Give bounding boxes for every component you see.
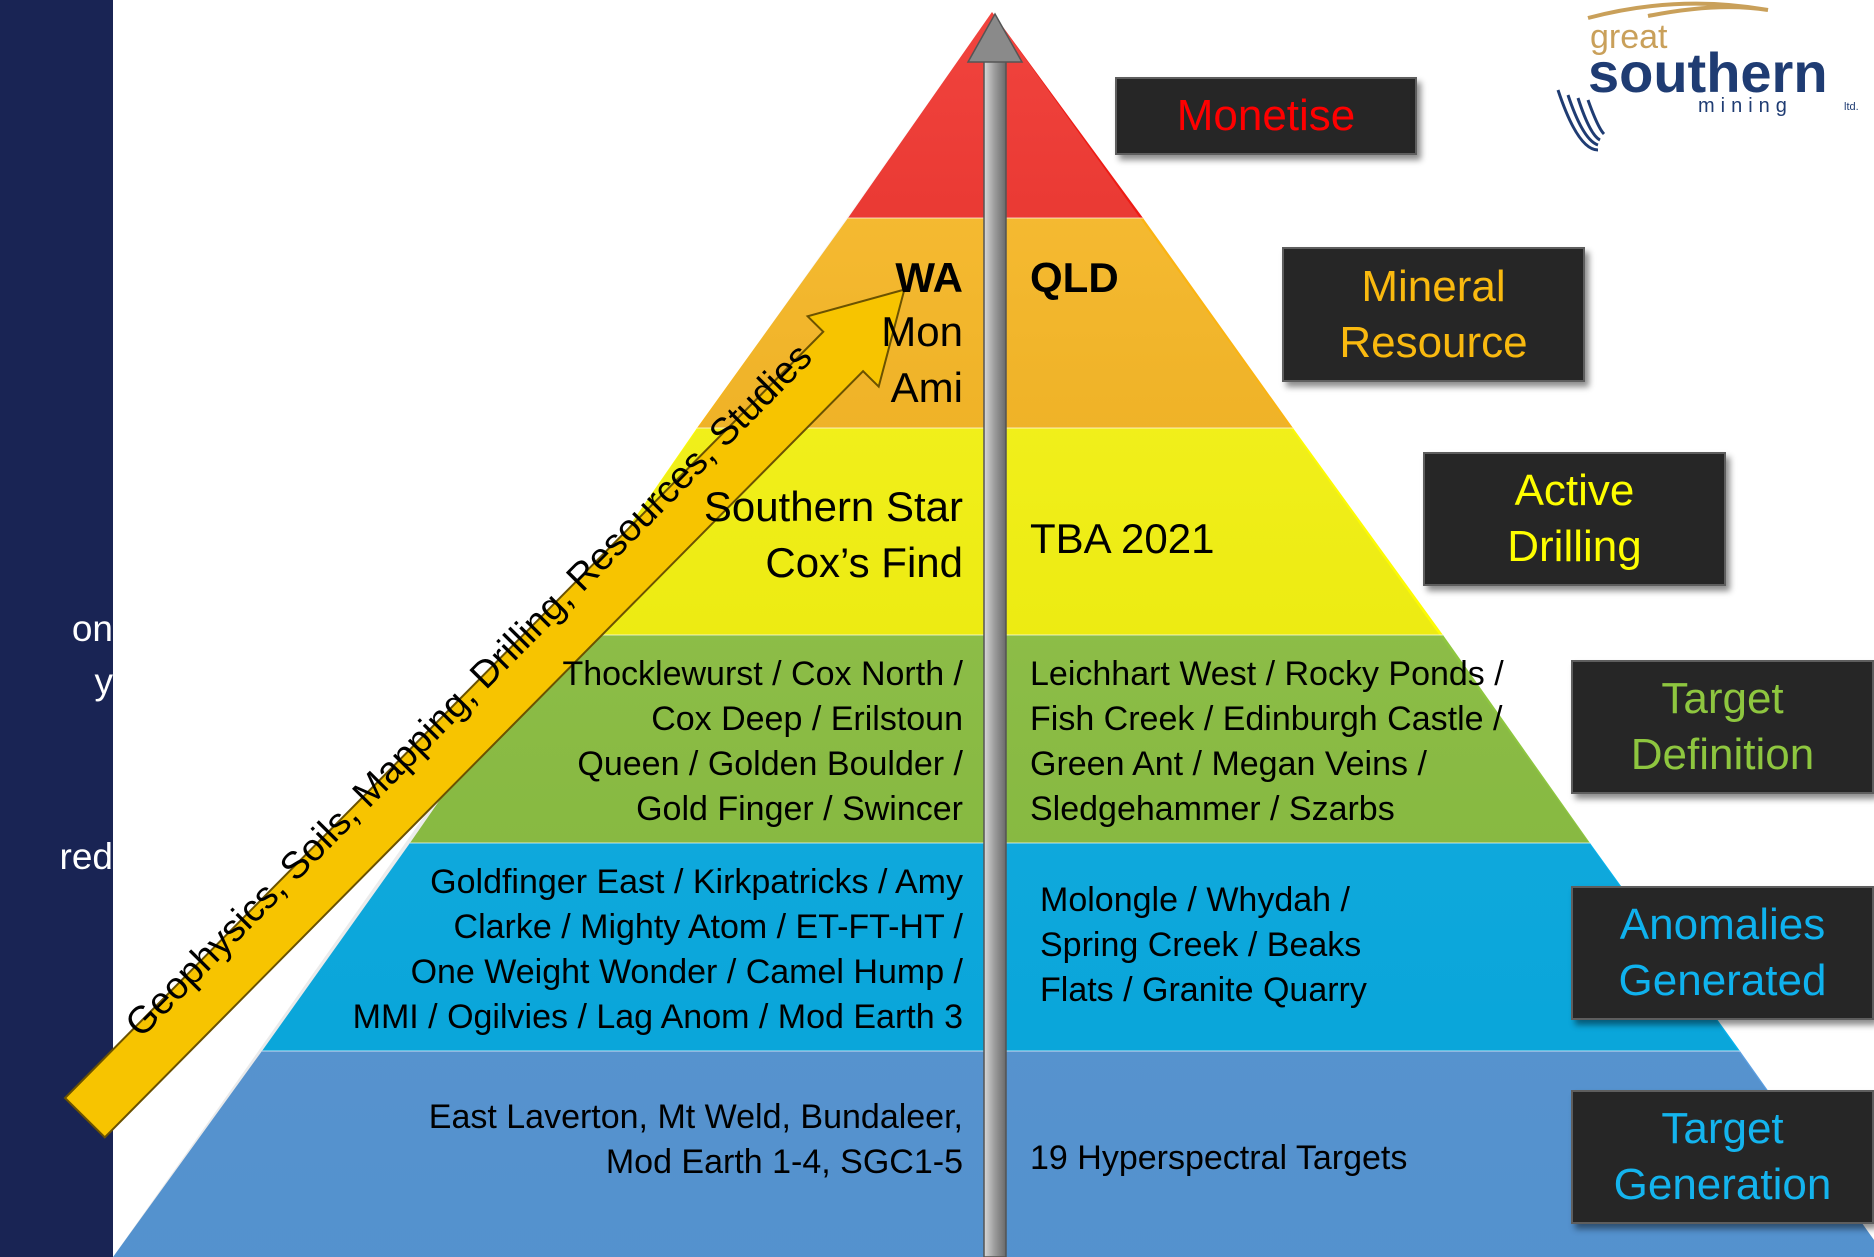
qld-project: Fish Creek / Edinburgh Castle / bbox=[1030, 700, 1503, 738]
qld-project: Spring Creek / Beaks bbox=[1040, 926, 1362, 964]
logo-text-southern: southern bbox=[1588, 41, 1828, 104]
qld-project: Sledgehammer / Szarbs bbox=[1030, 790, 1395, 828]
process-arrow-body bbox=[63, 288, 906, 1139]
wa-heading: WA bbox=[895, 254, 963, 301]
stage-label-text: Resource bbox=[1339, 317, 1528, 367]
qld-project: 19 Hyperspectral Targets bbox=[1030, 1139, 1408, 1177]
qld-project: Leichhart West / Rocky Ponds / bbox=[1030, 655, 1504, 693]
stage-label-text: Drilling bbox=[1507, 522, 1642, 571]
stage-label-text: Target bbox=[1661, 674, 1784, 723]
stage-label-mineral-resource: Mineral Resource bbox=[1282, 247, 1585, 382]
qld-heading: QLD bbox=[1030, 254, 1119, 301]
wa-project: Queen / Golden Boulder / bbox=[577, 745, 963, 783]
wa-project: Gold Finger / Swincer bbox=[636, 790, 963, 828]
wa-project: East Laverton, Mt Weld, Bundaleer, bbox=[428, 1098, 963, 1136]
stage-label-text: Active bbox=[1514, 466, 1635, 515]
wa-project: Cox’s Find bbox=[765, 539, 963, 586]
wa-project: One Weight Wonder / Camel Hump / bbox=[410, 953, 963, 991]
side-text-fragment: on bbox=[71, 608, 113, 649]
qld-project: Flats / Granite Quarry bbox=[1040, 971, 1367, 1009]
center-arrow-head bbox=[966, 12, 1024, 63]
wa-project: MMI / Ogilvies / Lag Anom / Mod Earth 3 bbox=[352, 998, 963, 1036]
logo-bird-swoosh bbox=[1587, 1, 1769, 20]
wa-project: Cox Deep / Erilstoun bbox=[651, 700, 963, 738]
stage-label-text: Monetise bbox=[1176, 91, 1356, 140]
logo-shell-icon bbox=[1556, 89, 1606, 152]
logo-text-great: great bbox=[1590, 18, 1668, 56]
qld-project: Green Ant / Megan Veins / bbox=[1030, 745, 1427, 783]
center-arrow-shaft bbox=[983, 57, 1007, 1257]
stage-label-anomalies-generated: Anomalies Generated bbox=[1571, 886, 1874, 1020]
stage-label-active-drilling: Active Drilling bbox=[1423, 452, 1726, 586]
wa-project: Goldfinger East / Kirkpatricks / Amy bbox=[430, 863, 963, 901]
logo-text-mining: mining bbox=[1698, 95, 1793, 117]
side-panel: on y red bbox=[0, 0, 113, 1257]
stage-label-text: Generation bbox=[1613, 1160, 1832, 1209]
wa-project: Southern Star bbox=[703, 483, 963, 530]
qld-project: Molongle / Whydah / bbox=[1040, 881, 1350, 919]
logo-text-ltd: ltd. bbox=[1844, 101, 1859, 113]
side-text-fragment: red bbox=[59, 836, 113, 877]
side-text-fragment: y bbox=[94, 661, 114, 702]
wa-project: Ami bbox=[890, 364, 963, 411]
process-arrow bbox=[63, 288, 906, 1139]
great-southern-mining-logo: great southern mining ltd. bbox=[1556, 1, 1859, 152]
stage-label-text: Generated bbox=[1618, 956, 1827, 1005]
stage-label-text: Definition bbox=[1630, 730, 1815, 779]
stage-label-monetise: Monetise bbox=[1115, 77, 1417, 155]
stage-label-text: Anomalies bbox=[1619, 900, 1826, 949]
wa-project: Thocklewurst / Cox North / bbox=[562, 655, 963, 693]
wa-project: Mon bbox=[881, 308, 963, 355]
stage-label-target-definition: Target Definition bbox=[1571, 660, 1874, 794]
stage-label-target-generation: Target Generation bbox=[1571, 1090, 1874, 1224]
stage-label-text: Target bbox=[1661, 1104, 1784, 1153]
stage-label-text: Mineral bbox=[1361, 261, 1506, 311]
qld-project: TBA 2021 bbox=[1030, 515, 1215, 562]
wa-project: Mod Earth 1-4, SGC1-5 bbox=[605, 1143, 963, 1181]
wa-project: Clarke / Mighty Atom / ET-FT-HT / bbox=[453, 908, 963, 946]
